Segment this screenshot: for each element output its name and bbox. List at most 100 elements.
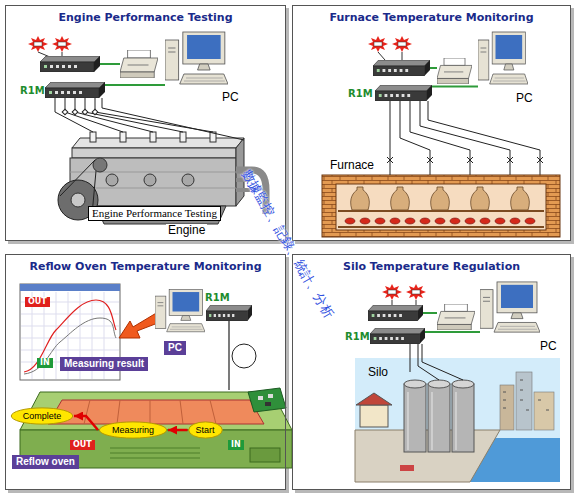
furnace-illustration [420,218,430,224]
silo-scene [404,384,474,452]
cable-loop [232,344,256,368]
printer-icon [437,304,475,330]
alarm-icon [28,36,72,57]
network-cable [105,84,165,86]
device-label: R1M [345,331,370,343]
panel-title: Silo Temperature Regulation [293,261,570,274]
silo-scene [500,385,514,430]
engine-illustration [150,132,156,142]
r1m-device: R1M [45,82,105,98]
stage-ellipse: Measuring [98,421,168,439]
device-icon [373,60,430,76]
port-label: IN [231,440,241,450]
sensor-wire [95,98,213,132]
furnace-illustration [435,218,445,224]
reflow-oven-illustration [248,388,286,412]
computer: PC [165,30,228,88]
caption-box: Measuring result [60,357,148,371]
alarm-icon [406,284,426,300]
tooltip-box: Engine Performance Testing [88,206,221,221]
device-label: R1M [20,85,45,97]
device-label: R1M [348,88,373,100]
silo-scene [400,465,414,471]
reflow-oven-illustration [265,402,271,406]
furnace-illustration [471,187,490,210]
graph-window [20,284,120,291]
computer: PC [155,288,205,335]
engine-illustration [72,138,244,148]
silo: Silo [398,372,480,458]
equipment-label: Silo [368,366,388,380]
alarm-icon [368,36,412,60]
sensor-wire [410,101,470,175]
silo-scene [360,405,388,427]
engine-illustration [180,132,186,142]
engine-illustration [120,132,126,142]
panel-ground [5,5,571,490]
sensor-wire [390,101,391,175]
device-icon [40,56,100,72]
furnace-illustration [338,211,544,227]
network-cable [425,331,480,333]
device-icon [370,328,425,344]
furnace-illustration [511,187,530,210]
silo-scene [404,380,474,388]
stage-label: Measuring [112,425,154,435]
network-cable [430,67,437,69]
alarm-icon [392,36,412,52]
engine-illustration [106,174,118,186]
engine-illustration [144,174,156,186]
sensor-wire [55,98,93,132]
furnace-illustration [336,184,546,230]
reflow-oven-illustration [110,448,200,458]
application-panel: Silo Temperature RegulationR1MPCSilo [292,254,571,490]
port-label: IN [40,358,50,368]
furnace-illustration [351,187,530,210]
furnace-illustration [450,218,460,224]
computer: PC [480,280,540,336]
tooltip-text: Engine Performance Testing [92,207,217,220]
application-panel: Reflow Oven Temperature MonitoringOUTINM… [5,254,286,490]
computer-label: PC [540,340,557,354]
furnace-illustration [465,218,475,224]
port-tag: IN [228,440,244,450]
port-label: OUT [28,297,47,307]
stage-label: Complete [23,411,62,421]
equipment-label: Engine [166,224,207,238]
sensor-wire [387,101,543,175]
sensor-wire [418,344,463,380]
alarm-icon [382,284,426,305]
silo-scene [428,380,450,388]
device-icon [40,56,105,98]
silo-scene [428,384,450,452]
engine-illustration [182,174,194,186]
ellipse-outline [188,422,222,438]
silo-scene [404,380,426,388]
equipment-label: Furnace [330,159,374,173]
sensor-wire [387,157,543,163]
port-tag: OUT [25,297,50,307]
furnace-illustration [495,218,505,224]
ellipse-outline [99,422,166,438]
computer-icon [155,290,205,332]
device-label: R1M [205,292,230,304]
silo-scene [408,392,456,450]
stage-ellipse: Complete [10,407,74,425]
network-cable [432,86,478,88]
panel-ground [292,5,571,241]
watermark-text: 數據監控、記錄、統計、分析 [238,167,335,321]
sensor-wire [400,101,430,175]
furnace-illustration [322,175,560,237]
stage-label: Start [195,425,214,435]
sensor-wire [62,98,244,140]
port-label: OUT [73,440,92,450]
network-cable [100,63,120,65]
sensor-wire [428,101,540,175]
engine: Engine [58,132,268,238]
furnace-illustration [345,218,355,224]
sensor-wire [422,344,463,380]
sensor-wire [72,109,78,115]
printer-icon [437,58,472,84]
reflow-oven: Reflow ovenCompleteMeasuringStartOUTIN [20,390,292,470]
furnace-illustration [480,218,490,224]
